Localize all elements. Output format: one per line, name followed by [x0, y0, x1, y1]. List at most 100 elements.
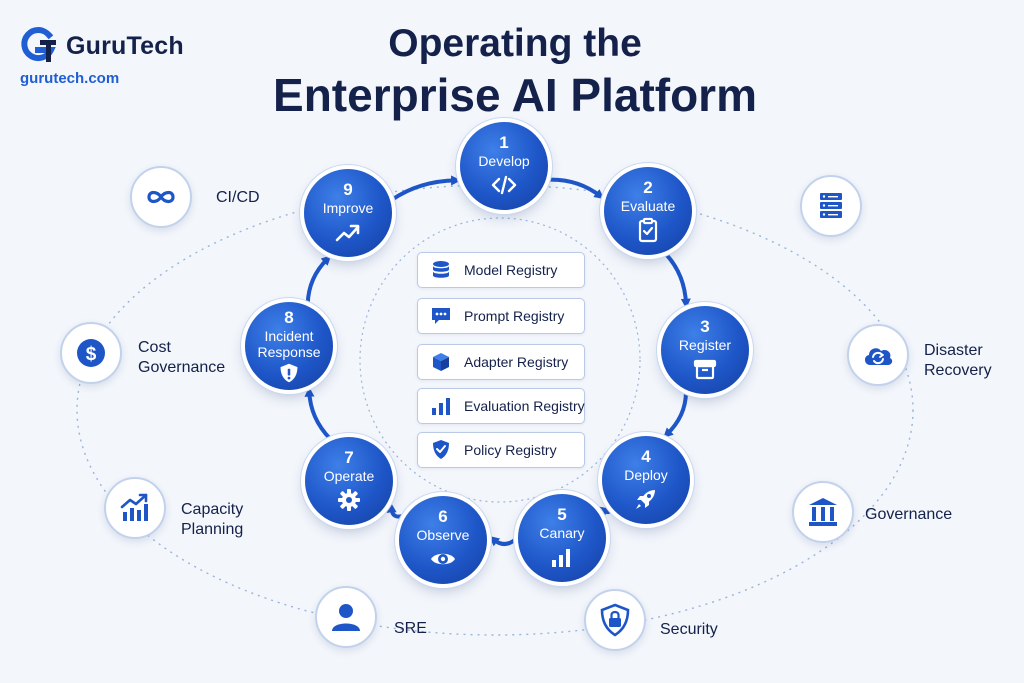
registry-label: Prompt Registry [464, 308, 565, 324]
step-label-line-2: Response [257, 343, 321, 360]
node-label-line-1: Disaster [924, 342, 983, 359]
step-operate: 7 Operate [305, 437, 393, 525]
node-label-security: Security [660, 621, 718, 638]
node-cicd [130, 166, 192, 228]
step-observe: 6 Observe [399, 496, 487, 584]
registry-prompt: Prompt Registry [417, 298, 585, 334]
cycle-arrow [390, 175, 462, 202]
node-infrastructure [800, 175, 862, 237]
step-number: 1 [499, 133, 509, 152]
cycle-arrow [664, 252, 691, 309]
step-incident-response: 8 Incident Response [245, 302, 333, 390]
gt-logo-icon [21, 27, 56, 62]
node-security [584, 589, 646, 651]
cycle-arrow [305, 255, 332, 305]
step-register: 3 Register [661, 306, 749, 394]
bar-chart-icon [552, 549, 570, 567]
step-label: Evaluate [620, 198, 676, 214]
step-number: 9 [343, 180, 353, 199]
step-number: 5 [557, 505, 567, 524]
registry-label: Adapter Registry [464, 354, 569, 370]
server-icon [820, 193, 842, 218]
svg-text:$: $ [86, 344, 97, 365]
step-canary: 5 Canary [518, 494, 606, 582]
registry-evaluation: Evaluation Registry [417, 388, 585, 424]
brand: GuruTech gurutech.com [18, 26, 184, 87]
registry-policy: Policy Registry [417, 432, 585, 468]
step-label: Observe [416, 527, 470, 543]
node-label-sre: SRE [394, 620, 427, 637]
registry-label: Policy Registry [464, 442, 557, 458]
node-label-line-2: Governance [138, 359, 226, 376]
cube-icon [433, 353, 449, 371]
node-label-line-2: Recovery [924, 362, 992, 379]
dollar-icon: $ [77, 339, 105, 367]
node-label-line-1: Capacity [181, 501, 244, 518]
node-capacity-planning [104, 477, 166, 539]
bar-chart-icon [432, 398, 450, 415]
gear-icon [338, 489, 360, 511]
step-label: Deploy [624, 467, 668, 483]
step-evaluate: 2 Evaluate [604, 167, 692, 255]
cycle-arrow [599, 505, 612, 517]
step-number: 8 [284, 307, 294, 327]
node-label-line-1: Cost [138, 339, 171, 356]
cloud-sync-icon [864, 348, 893, 365]
registry-label: Model Registry [464, 262, 558, 278]
brand-url: gurutech.com [20, 70, 120, 87]
step-label: Register [678, 337, 732, 353]
bank-icon [809, 498, 837, 526]
cycle-arrow [547, 177, 605, 200]
growth-chart-icon [120, 493, 148, 521]
cycle-arrow [489, 536, 518, 547]
brand-name: GuruTech [66, 31, 184, 60]
page-title: Operating the Enterprise AI Platform [180, 20, 850, 122]
step-label: Canary [539, 525, 585, 541]
registry-label: Evaluation Registry [464, 398, 585, 414]
lock-shield-icon [600, 603, 630, 637]
clipboard-check-icon [638, 217, 658, 243]
step-label: Operate [323, 468, 375, 484]
cycle-arrow [304, 386, 332, 441]
step-label: Develop [478, 153, 530, 169]
shield-check-icon [433, 440, 449, 459]
step-number: 6 [438, 507, 448, 526]
title-line-2: Enterprise AI Platform [273, 69, 757, 121]
user-icon [332, 604, 360, 631]
infinity-icon [147, 190, 175, 204]
node-label-cicd: CI/CD [216, 189, 260, 206]
database-icon [433, 261, 449, 278]
step-deploy: 4 Deploy [602, 436, 690, 524]
node-label-line-2: Planning [181, 521, 244, 538]
node-governance [792, 481, 854, 543]
cycle-arrow [663, 391, 688, 438]
eye-icon [431, 553, 455, 565]
node-label-cost-governance: Cost Governance [138, 338, 225, 378]
inner-dotted-ring [359, 217, 641, 503]
title-line-1: Operating the [388, 22, 642, 65]
node-label-disaster-recovery: Disaster Recovery [924, 341, 992, 381]
archive-box-icon [693, 359, 717, 380]
step-number: 2 [643, 178, 653, 197]
step-develop: 1 Develop [460, 122, 548, 210]
step-label-line-1: Incident [264, 327, 314, 344]
step-number: 3 [700, 317, 710, 336]
node-cost-governance: $ [60, 322, 122, 384]
cycle-arrows [304, 175, 691, 547]
registry-adapter: Adapter Registry [417, 344, 585, 380]
registry-model: Model Registry [417, 252, 585, 288]
trend-up-icon [335, 224, 360, 242]
cycle-arrow [386, 502, 405, 519]
step-improve: 9 Improve [304, 169, 392, 257]
node-label-capacity-planning: Capacity Planning [181, 500, 243, 540]
node-label-governance: Governance [865, 506, 953, 523]
step-number: 7 [344, 448, 354, 467]
step-number: 4 [641, 447, 651, 466]
node-sre [315, 586, 377, 648]
node-disaster-recovery [847, 324, 909, 386]
code-icon [491, 175, 517, 195]
chat-bubble-icon [432, 308, 450, 324]
alert-shield-icon [280, 363, 298, 382]
rocket-icon [636, 490, 655, 509]
step-label: Improve [322, 200, 374, 216]
